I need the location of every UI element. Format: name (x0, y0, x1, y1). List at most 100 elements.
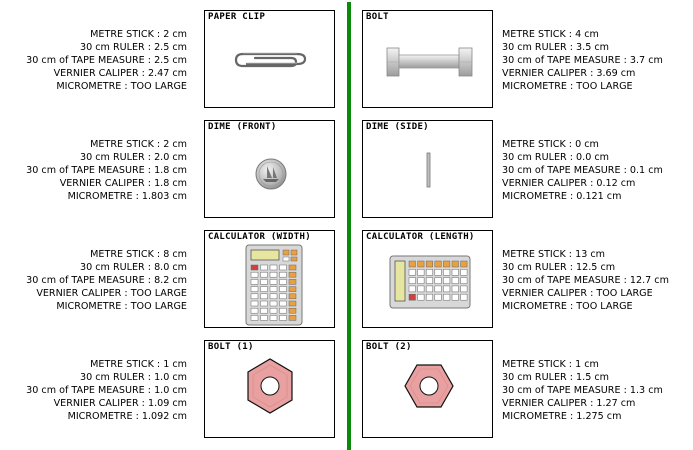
calculator-key (417, 293, 425, 301)
measure-row: 30 cm of TAPE MEASURE : 2.5 cm (26, 55, 187, 66)
measure-row: METRE STICK : 13 cm (502, 249, 605, 260)
calculator-key (451, 277, 459, 284)
calculator-key (269, 286, 278, 292)
measure-row: METRE STICK : 1 cm (90, 359, 187, 370)
calculator-key (443, 269, 451, 276)
calculator-key (279, 286, 287, 292)
dime-front-icon (255, 158, 287, 190)
measure-row: METRE STICK : 4 cm (502, 29, 599, 40)
calculator-portrait-icon (245, 244, 303, 326)
measure-row: MICROMETRE : 1.803 cm (67, 191, 187, 202)
measure-row: 30 cm RULER : 12.5 cm (502, 262, 616, 273)
calculator-key (260, 307, 268, 314)
calculator-key (408, 285, 416, 293)
calculator-key (269, 271, 278, 278)
measurements-bolt-2: METRE STICK : 1 cm 30 cm RULER : 1.5 cm … (502, 358, 687, 423)
measure-row: 30 cm RULER : 3.5 cm (502, 42, 609, 53)
calculator-key (408, 260, 416, 268)
calculator-key (279, 315, 287, 321)
calculator-key (250, 264, 259, 271)
calculator-key (279, 300, 287, 307)
calculator-key (443, 293, 451, 301)
card-bolt-2[interactable]: BOLT (2) (362, 340, 493, 438)
calculator-key (443, 277, 451, 284)
calculator-key (451, 285, 459, 293)
measure-row: MICROMETRE : 0.121 cm (502, 191, 622, 202)
measure-row: VERNIER CALIPER : 1.27 cm (502, 398, 636, 409)
measure-row: 30 cm of TAPE MEASURE : 12.7 cm (502, 275, 669, 286)
measurements-bolt: METRE STICK : 4 cm 30 cm RULER : 3.5 cm … (502, 28, 687, 93)
measure-row: MICROMETRE : 1.275 cm (502, 411, 622, 422)
measure-row: 30 cm RULER : 0.0 cm (502, 152, 609, 163)
calculator-key (279, 264, 287, 271)
calculator-key (288, 315, 297, 321)
card-calculator-width[interactable]: CALCULATOR (WIDTH) (204, 230, 335, 328)
calculator-key (417, 260, 425, 268)
calculator-key (260, 264, 268, 271)
calculator-key (260, 293, 268, 300)
calculator-key (269, 279, 278, 285)
card-bolt-1[interactable]: BOLT (1) (204, 340, 335, 438)
calculator-key (290, 249, 298, 256)
card-dime-front[interactable]: DIME (FRONT) (204, 120, 335, 218)
calculator-key (288, 293, 297, 300)
calculator-landscape-icon (389, 255, 471, 309)
measure-row: 30 cm of TAPE MEASURE : 8.2 cm (26, 275, 187, 286)
measure-row: METRE STICK : 8 cm (90, 249, 187, 260)
calculator-key (460, 260, 468, 268)
calculator-key (260, 315, 268, 321)
calculator-key (425, 260, 433, 268)
hex-nut-icon (404, 364, 454, 408)
measurements-dime-front: METRE STICK : 2 cm 30 cm RULER : 2.0 cm … (2, 138, 187, 203)
calculator-key (460, 293, 468, 301)
calculator-key (434, 260, 442, 268)
calculator-key (250, 271, 259, 278)
calculator-key (290, 256, 298, 262)
card-title: PAPER CLIP (208, 12, 266, 22)
card-title: BOLT (366, 12, 389, 22)
calculator-key (417, 269, 425, 276)
measure-row: MICROMETRE : TOO LARGE (56, 301, 187, 312)
calculator-key (434, 277, 442, 284)
card-title: CALCULATOR (WIDTH) (208, 232, 311, 242)
calculator-key (260, 286, 268, 292)
calculator-key (451, 293, 459, 301)
calculator-key (269, 300, 278, 307)
measure-row: VERNIER CALIPER : 3.69 cm (502, 68, 636, 79)
calculator-key (425, 293, 433, 301)
calculator-key (269, 293, 278, 300)
dime-side-icon (426, 152, 431, 188)
calculator-key (288, 279, 297, 285)
hex-nut-icon (247, 358, 293, 414)
calculator-key (425, 285, 433, 293)
measure-row: MICROMETRE : TOO LARGE (502, 301, 633, 312)
calculator-key (460, 269, 468, 276)
measurements-calculator-width: METRE STICK : 8 cm 30 cm RULER : 8.0 cm … (2, 248, 187, 313)
measure-row: 30 cm of TAPE MEASURE : 1.3 cm (502, 385, 663, 396)
card-paper-clip[interactable]: PAPER CLIP (204, 10, 335, 108)
measure-row: METRE STICK : 2 cm (90, 29, 187, 40)
measure-row: METRE STICK : 1 cm (502, 359, 599, 370)
card-bolt[interactable]: BOLT (362, 10, 493, 108)
bolt-side-icon (386, 47, 473, 77)
calculator-key (425, 269, 433, 276)
card-dime-side[interactable]: DIME (SIDE) (362, 120, 493, 218)
calculator-key (288, 307, 297, 314)
calculator-key (279, 293, 287, 300)
calculator-key (279, 279, 287, 285)
calculator-key (260, 279, 268, 285)
measurements-calculator-length: METRE STICK : 13 cm 30 cm RULER : 12.5 c… (502, 248, 687, 313)
card-title: DIME (FRONT) (208, 122, 277, 132)
measurements-bolt-1: METRE STICK : 1 cm 30 cm RULER : 1.0 cm … (2, 358, 187, 423)
measure-row: VERNIER CALIPER : TOO LARGE (502, 288, 653, 299)
paper-clip-icon (234, 52, 307, 68)
calculator-key (288, 286, 297, 292)
card-title: DIME (SIDE) (366, 122, 429, 132)
calculator-key (434, 293, 442, 301)
calculator-key (250, 300, 259, 307)
calculator-key (288, 271, 297, 278)
card-calculator-length[interactable]: CALCULATOR (LENGTH) (362, 230, 493, 328)
calculator-key (434, 269, 442, 276)
calculator-key (282, 256, 290, 262)
calculator-key (451, 269, 459, 276)
